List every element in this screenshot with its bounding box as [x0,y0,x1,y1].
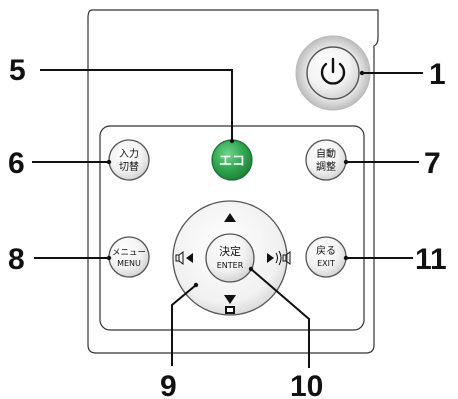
callout-number-9: 9 [160,370,177,399]
callout-line-10 [250,268,310,368]
callout-lines [32,69,423,368]
input-button[interactable]: 入力 切替 [108,139,150,181]
exit-button[interactable]: 戻る EXIT [305,236,347,278]
arrow-down-icon[interactable] [224,295,236,304]
callout-number-11: 11 [415,243,447,276]
input-label-line2: 切替 [119,160,139,173]
callout-number-1: 1 [429,58,446,91]
menu-label-line2: MENU [117,259,141,268]
auto-adjust-button[interactable]: 自動 調整 [305,139,347,181]
menu-label-line1: メニュー [112,248,146,258]
eco-label: エコ [219,154,245,169]
arrow-up-icon[interactable] [224,213,236,222]
callout-number-8: 8 [8,243,25,276]
eco-button[interactable]: エコ [211,139,253,181]
callout-number-6: 6 [8,147,25,180]
power-icon [320,57,346,85]
power-button[interactable] [295,35,371,111]
volume-down-icon[interactable] [175,251,193,265]
volume-up-icon[interactable] [267,250,291,266]
exit-label-line1: 戻る [316,244,336,257]
callout-dots [106,70,365,288]
input-label-line1: 入力 [119,147,139,160]
callout-number-7: 7 [424,147,441,180]
menu-button[interactable]: メニュー MENU [108,236,150,278]
callout-number-10: 10 [290,370,323,399]
exit-label-line2: EXIT [317,259,335,268]
enter-label-line2: ENTER [217,261,244,270]
callout-line-5 [40,69,233,141]
callout-number-5: 5 [9,54,26,87]
auto-adjust-label-line1: 自動 [316,147,336,160]
auto-adjust-label-line2: 調整 [316,160,336,173]
callout-line-9 [171,284,197,366]
enter-button[interactable]: 決定 ENTER [205,233,255,283]
enter-label-line1: 決定 [219,244,241,258]
keystone-icon [225,306,235,314]
